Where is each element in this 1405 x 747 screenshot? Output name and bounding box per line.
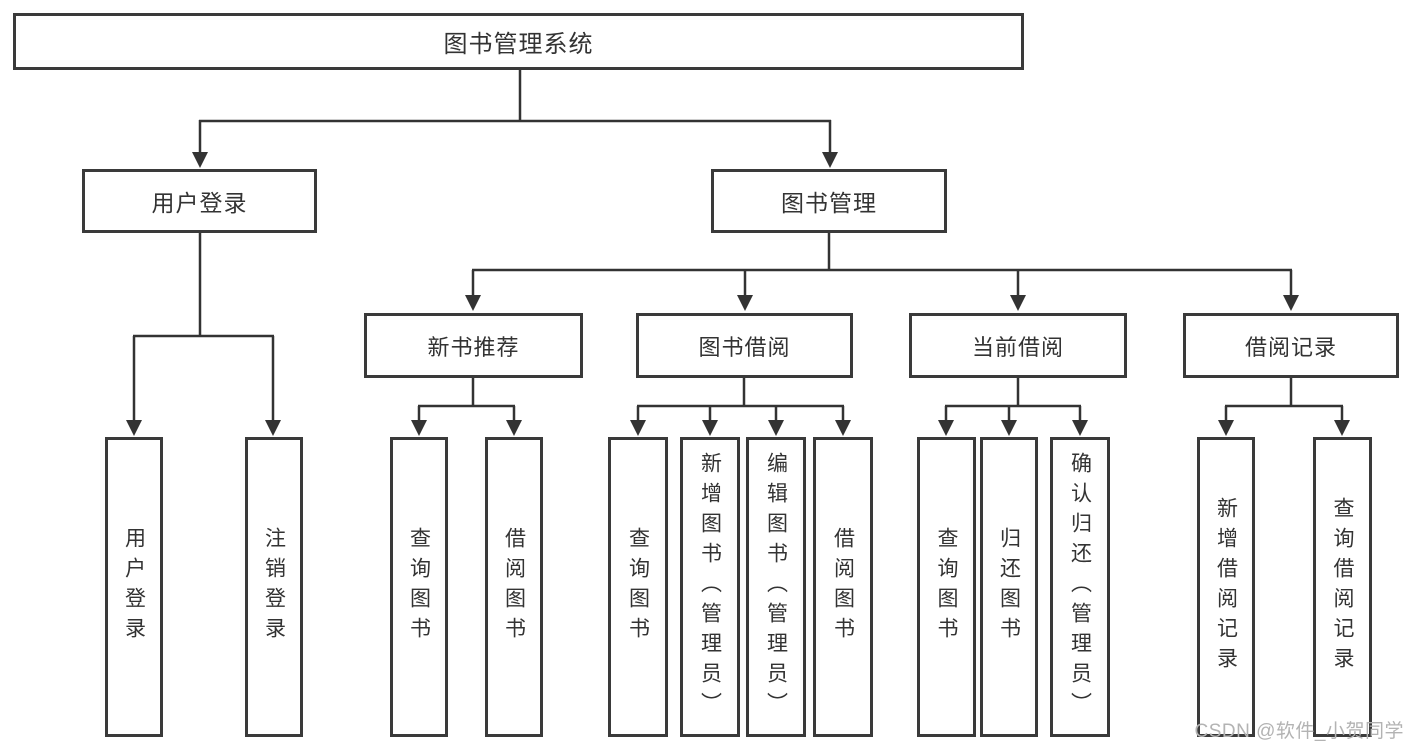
- node-current-borrowing: 当前借阅: [909, 313, 1127, 378]
- leaf-query-books-recommend: 查询图书: [390, 437, 448, 737]
- node-label: 归还图书: [997, 527, 1021, 647]
- leaf-add-books-admin: 新增图书（管理员）: [680, 437, 740, 737]
- leaf-add-borrow-record: 新增借阅记录: [1197, 437, 1255, 737]
- node-label: 新增图书（管理员）: [698, 452, 722, 722]
- node-label: 新增借阅记录: [1214, 497, 1238, 677]
- node-label: 查询借阅记录: [1331, 497, 1354, 677]
- leaf-logout: 注销登录: [245, 437, 303, 737]
- node-book-management: 图书管理: [711, 169, 947, 233]
- node-label: 图书借阅: [698, 334, 791, 360]
- leaf-query-borrow-record: 查询借阅记录: [1313, 437, 1372, 737]
- node-library-management-system: 图书管理系统: [13, 13, 1024, 70]
- node-label: 注销登录: [262, 527, 286, 647]
- node-label: 图书管理: [781, 190, 877, 216]
- node-label: 查询图书: [626, 527, 650, 647]
- node-borrowing-records: 借阅记录: [1183, 313, 1399, 378]
- leaf-return-books: 归还图书: [980, 437, 1038, 737]
- node-label: 新书推荐: [427, 334, 520, 360]
- csdn-watermark: CSDN @软件_小贺同学: [1194, 721, 1404, 742]
- leaf-confirm-return-admin: 确认归还（管理员）: [1050, 437, 1110, 737]
- node-label: 图书管理系统: [443, 31, 594, 58]
- node-label: 确认归还（管理员）: [1068, 452, 1092, 722]
- node-label: 用户登录: [151, 190, 248, 216]
- leaf-borrow-books: 借阅图书: [813, 437, 873, 737]
- node-label: 借阅图书: [502, 527, 526, 647]
- node-book-borrowing: 图书借阅: [636, 313, 853, 378]
- leaf-user-login: 用户登录: [105, 437, 163, 737]
- node-label: 借阅记录: [1244, 334, 1337, 360]
- leaf-query-books-current: 查询图书: [917, 437, 976, 737]
- leaf-query-books-borrow: 查询图书: [608, 437, 668, 737]
- node-label: 借阅图书: [831, 527, 855, 647]
- node-label: 查询图书: [935, 527, 958, 647]
- leaf-edit-books-admin: 编辑图书（管理员）: [746, 437, 806, 737]
- node-user-login: 用户登录: [82, 169, 317, 233]
- node-new-book-recommend: 新书推荐: [364, 313, 583, 378]
- leaf-borrow-books-recommend: 借阅图书: [485, 437, 543, 737]
- node-label: 当前借阅: [971, 334, 1064, 360]
- node-label: 查询图书: [407, 527, 431, 647]
- node-label: 编辑图书（管理员）: [764, 452, 788, 722]
- node-label: 用户登录: [122, 527, 146, 647]
